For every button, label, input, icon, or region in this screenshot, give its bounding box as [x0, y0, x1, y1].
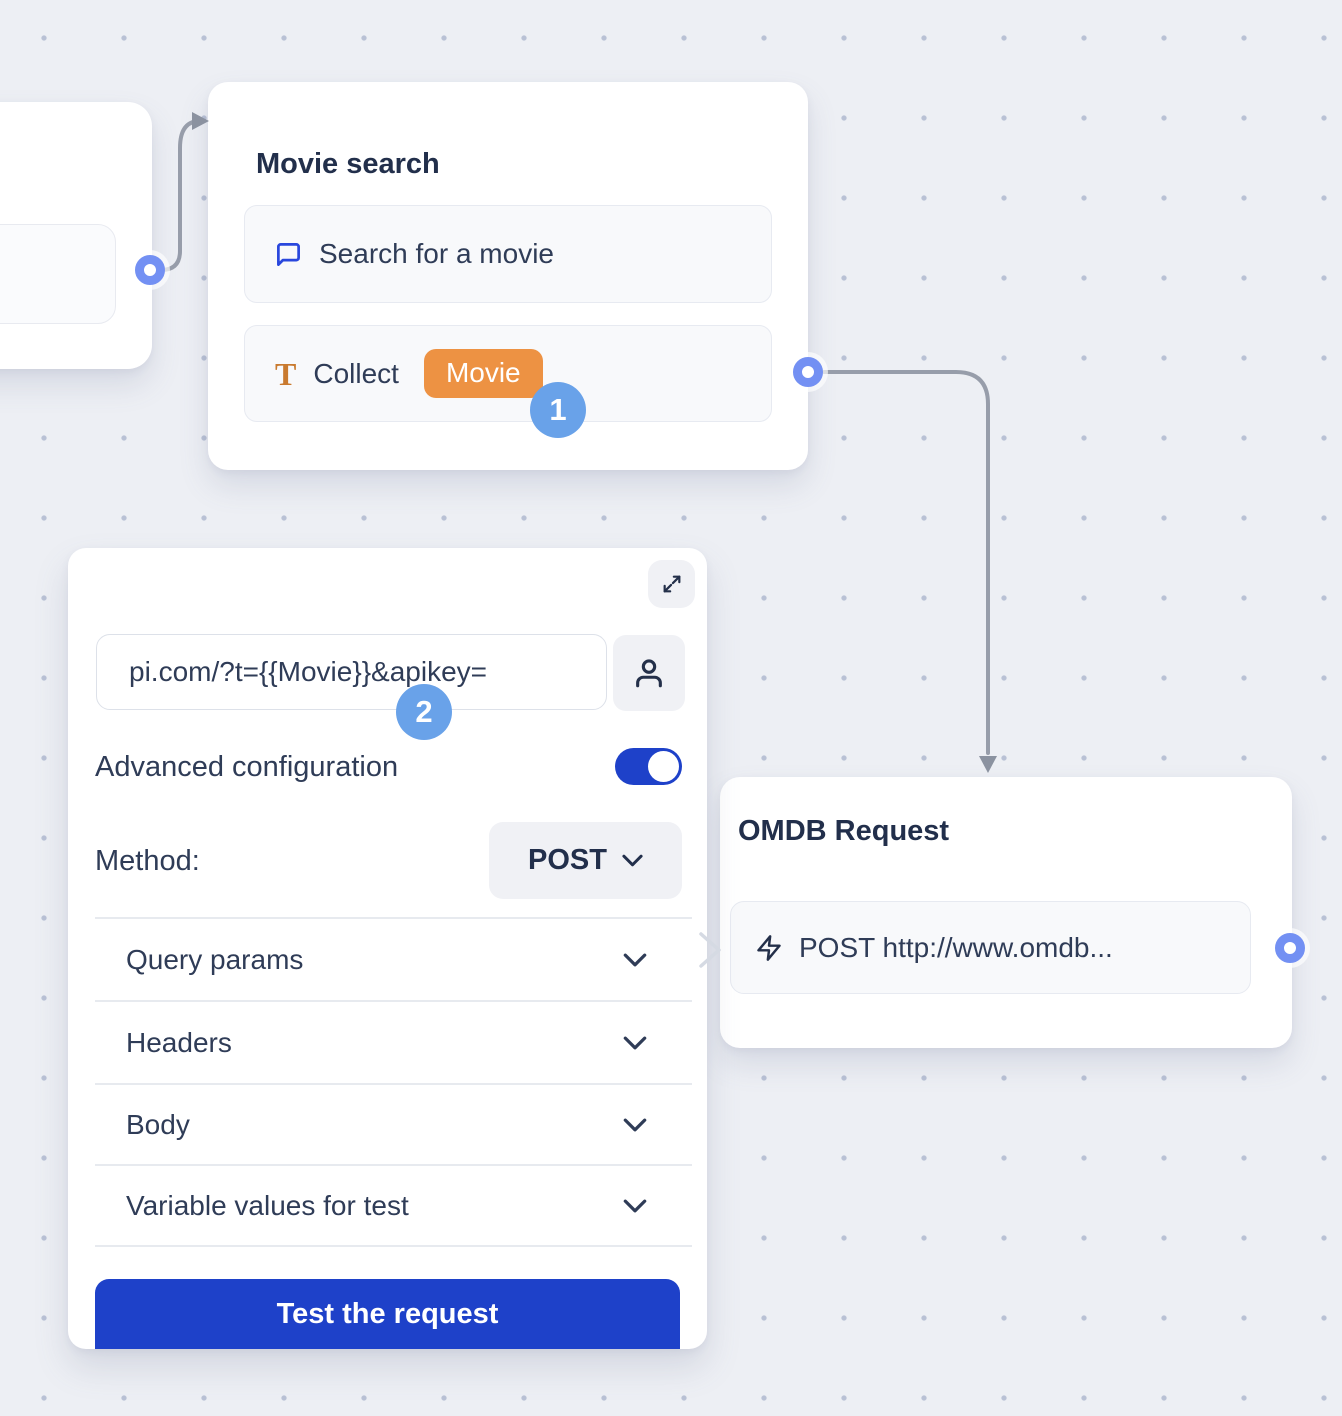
expand-icon: [661, 573, 683, 595]
section-row-variable-values[interactable]: Variable values for test: [95, 1165, 692, 1246]
chevron-down-icon: [623, 1118, 647, 1132]
variable-badge[interactable]: Movie: [423, 348, 543, 399]
search-question-label: Search for a movie: [319, 238, 554, 269]
step-badge-2: 2: [396, 684, 452, 740]
section-label: Headers: [126, 1026, 232, 1058]
method-label: Method:: [95, 845, 200, 877]
webhook-request-label: POST http://www.omdb...: [799, 931, 1113, 963]
divider: [95, 1083, 692, 1085]
person-icon: [632, 656, 666, 690]
webhook-request-block[interactable]: POST http://www.omdb...: [730, 901, 1251, 994]
connector-arrowhead-down: [979, 756, 997, 773]
advanced-configuration-toggle[interactable]: [615, 748, 682, 785]
omdb-request-node-card[interactable]: OMDB Request POST http://www.omdb...: [720, 777, 1292, 1048]
omdb-node-title: OMDB Request: [738, 815, 950, 847]
section-label: Query params: [126, 943, 304, 975]
advanced-configuration-label: Advanced configuration: [95, 751, 399, 783]
step-badge-1: 1: [530, 382, 586, 438]
chat-bubble-icon: [275, 241, 302, 268]
connector-line: [822, 370, 990, 755]
movie-search-node-card[interactable]: Movie search Search for a movie T Collec…: [208, 82, 808, 470]
collect-label: Collect: [313, 357, 399, 389]
partial-node-item[interactable]: [0, 224, 116, 324]
webhook-config-panel[interactable]: Advanced configuration Method: POST Quer…: [68, 548, 707, 1349]
chevron-down-icon: [623, 953, 647, 967]
connector-line: [151, 119, 202, 272]
url-input[interactable]: [96, 634, 607, 710]
search-question-block[interactable]: Search for a movie: [244, 205, 772, 303]
connector-arrowhead-right: [192, 112, 209, 130]
chevron-down-icon: [622, 854, 643, 867]
variables-button[interactable]: [613, 635, 685, 711]
test-request-button[interactable]: Test the request: [95, 1279, 680, 1349]
divider: [95, 1000, 692, 1002]
lightning-icon: [755, 933, 783, 963]
section-label: Body: [126, 1108, 190, 1140]
text-icon: T: [275, 355, 297, 392]
section-label: Variable values for test: [126, 1189, 409, 1221]
divider: [95, 917, 692, 919]
section-row-query-params[interactable]: Query params: [95, 919, 692, 1000]
section-row-headers[interactable]: Headers: [95, 1002, 692, 1083]
method-select[interactable]: POST: [489, 822, 682, 899]
expand-button[interactable]: [648, 560, 695, 608]
method-value: POST: [528, 844, 607, 876]
divider: [95, 1164, 692, 1166]
partial-node-card[interactable]: [0, 102, 152, 369]
movie-search-node-title: Movie search: [256, 148, 440, 180]
toggle-knob: [648, 751, 679, 782]
chevron-down-icon: [623, 1036, 647, 1050]
chevron-down-icon: [623, 1199, 647, 1213]
collect-variable-block[interactable]: T Collect Movie: [244, 325, 772, 422]
section-row-body[interactable]: Body: [95, 1084, 692, 1165]
divider: [95, 1245, 692, 1247]
